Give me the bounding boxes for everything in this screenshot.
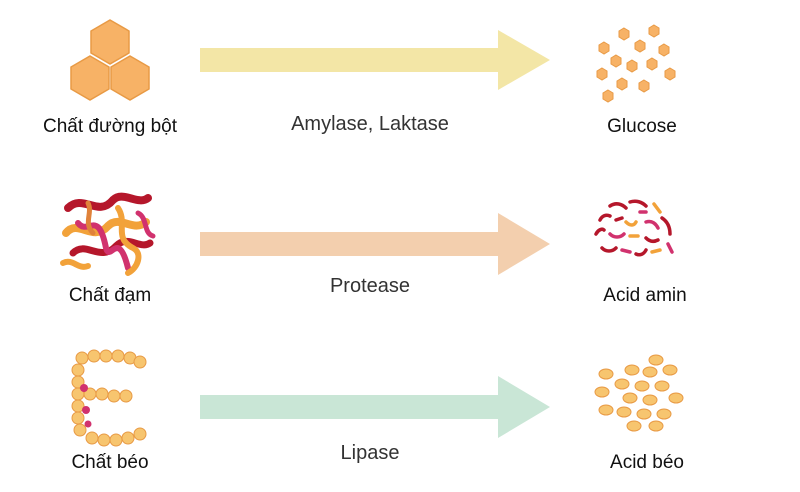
product-label: Acid béo — [610, 452, 684, 473]
enzyme-label: Protease — [329, 275, 411, 297]
fat-chain-icon — [71, 349, 147, 447]
arrow-fat — [200, 376, 550, 438]
fatty-acid-dots-icon — [594, 354, 684, 432]
amino-fragments-icon — [594, 199, 674, 257]
hexagon-cluster-icon — [70, 19, 150, 101]
product-label: Acid amin — [603, 285, 687, 306]
protein-chain-icon — [60, 192, 156, 276]
source-label: Chất đường bột — [43, 116, 177, 137]
source-label: Chất béo — [71, 452, 149, 473]
row-protein: Chất đạm Protease Acid amin — [0, 160, 800, 320]
enzyme-label: Amylase, Laktase — [291, 113, 449, 135]
product-label: Glucose — [607, 116, 677, 137]
arrow-protein — [200, 213, 550, 275]
arrow-starch — [200, 30, 550, 90]
source-label: Chất đạm — [68, 285, 152, 306]
enzyme-label: Lipase — [340, 442, 400, 464]
row-fat: Chất béo Lipase Acid béo — [0, 320, 800, 492]
scattered-hexagons-icon — [596, 24, 676, 103]
row-starch: Chất đường bột Amylase, Laktase Glucose — [0, 0, 800, 160]
